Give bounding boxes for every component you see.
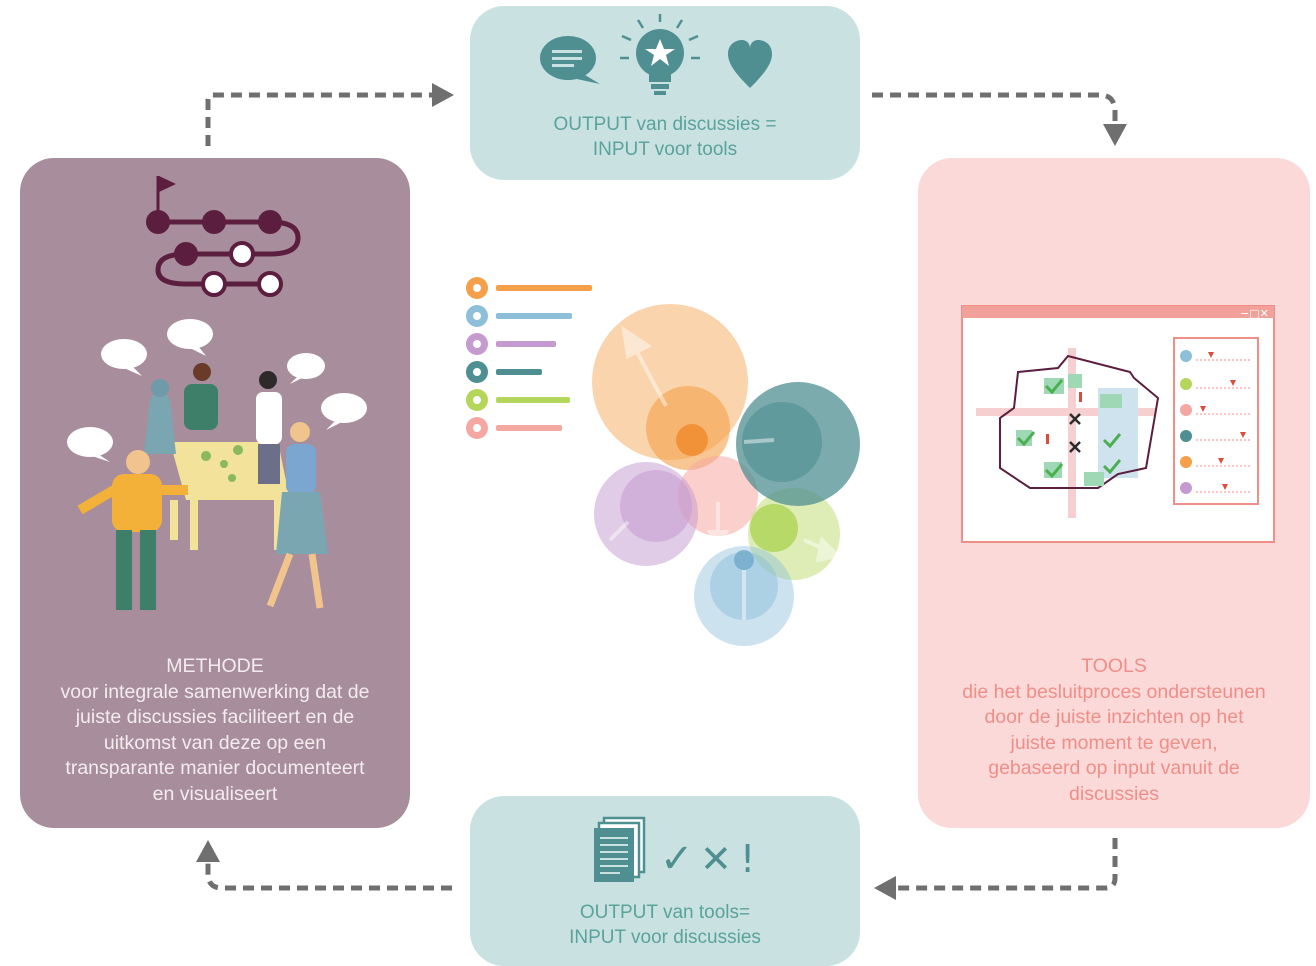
bottom-box-line2: INPUT voor discussies [569, 927, 761, 948]
arrow-bottom-to-left [205, 862, 452, 891]
top-box-line1: OUTPUT van discussies = [553, 114, 777, 135]
check-icon: ✓ [660, 836, 694, 882]
tools-line-3: juiste moment te geven, [1010, 731, 1218, 754]
map-outline [999, 354, 1160, 489]
output-tools-box: ✓ ✕ ! OUTPUT van tools= INPUT voor discu… [470, 796, 860, 966]
bottom-icons: ✓ ✕ ! [594, 816, 755, 882]
bubble-blue-dot [734, 550, 754, 570]
people-collaboration-illustration [67, 319, 367, 610]
methode-line-2: juiste discussies faciliteert en de [75, 706, 355, 728]
bubble-pink [678, 456, 758, 536]
arrowhead-down [1103, 124, 1127, 146]
arrowhead-up [196, 840, 220, 862]
top-box-line2: INPUT voor tools [592, 139, 738, 160]
methode-line-4: transparante manier documenteert [65, 757, 365, 779]
documents-icon [594, 816, 646, 882]
methode-text: METHODE voor integrale samenwerking dat … [26, 654, 404, 807]
tools-title: TOOLS [1081, 655, 1147, 677]
output-discussions-box: OUTPUT van discussies = INPUT voor tools [470, 6, 860, 180]
tool-window-illustration: −□✕ [961, 305, 1275, 543]
speech-bubble-icon [540, 36, 600, 84]
arrowhead-left [874, 876, 896, 900]
tools-line-1: die het besluitproces ondersteunen [962, 680, 1266, 703]
cross-icon: ✕ [700, 837, 732, 881]
bubble-orange-inner [676, 424, 708, 456]
window-controls-icon: −□✕ [1240, 307, 1269, 320]
indicator-bar-orange [496, 285, 592, 291]
path-flag-icon [146, 176, 301, 297]
indicator-bars [466, 277, 592, 439]
bubble-blue-inner [710, 552, 778, 620]
arrowhead-right [432, 83, 454, 107]
bottom-box-caption: OUTPUT van tools= INPUT voor discussies [470, 900, 860, 950]
legend-rows [1180, 350, 1250, 494]
bubble-green-inner [750, 504, 798, 552]
tools-line-2: door de juiste inzichten op het [984, 706, 1244, 728]
methode-title: METHODE [166, 655, 264, 677]
indicator-bar-teal [496, 369, 542, 375]
indicator-bar-green [496, 397, 570, 403]
tools-panel: −□✕ [918, 158, 1310, 828]
tools-line-5: discussies [1069, 782, 1159, 805]
bubble-cluster [592, 304, 860, 646]
tools-text: TOOLS die het besluitproces ondersteunen… [924, 654, 1304, 807]
indicator-bar-blue [496, 313, 572, 319]
lightbulb-star-icon [620, 14, 700, 95]
bubble-purple-inner [620, 470, 692, 542]
arrow-right-to-bottom [896, 838, 1118, 891]
heart-icon [728, 40, 772, 88]
center-visualization [466, 277, 860, 646]
top-icons [540, 14, 772, 95]
indicator-bar-salmon [496, 425, 562, 431]
arrow-top-to-right [872, 92, 1118, 122]
tools-line-4: gebaseerd op input vanuit de [988, 757, 1240, 779]
methode-line-1: voor integrale samenwerking dat de [60, 680, 370, 703]
top-box-caption: OUTPUT van discussies = INPUT voor tools [470, 112, 860, 162]
methode-line-5: en visualiseert [152, 782, 278, 805]
methode-line-3: uitkomst van deze op een [103, 731, 327, 754]
exclamation-icon: ! [740, 837, 755, 881]
arrow-left-to-top [205, 92, 432, 146]
indicator-bar-purple [496, 341, 556, 347]
bottom-box-line1: OUTPUT van tools= [579, 902, 751, 923]
methode-panel: METHODE voor integrale samenwerking dat … [20, 158, 410, 828]
bubble-teal-inner [742, 402, 822, 482]
